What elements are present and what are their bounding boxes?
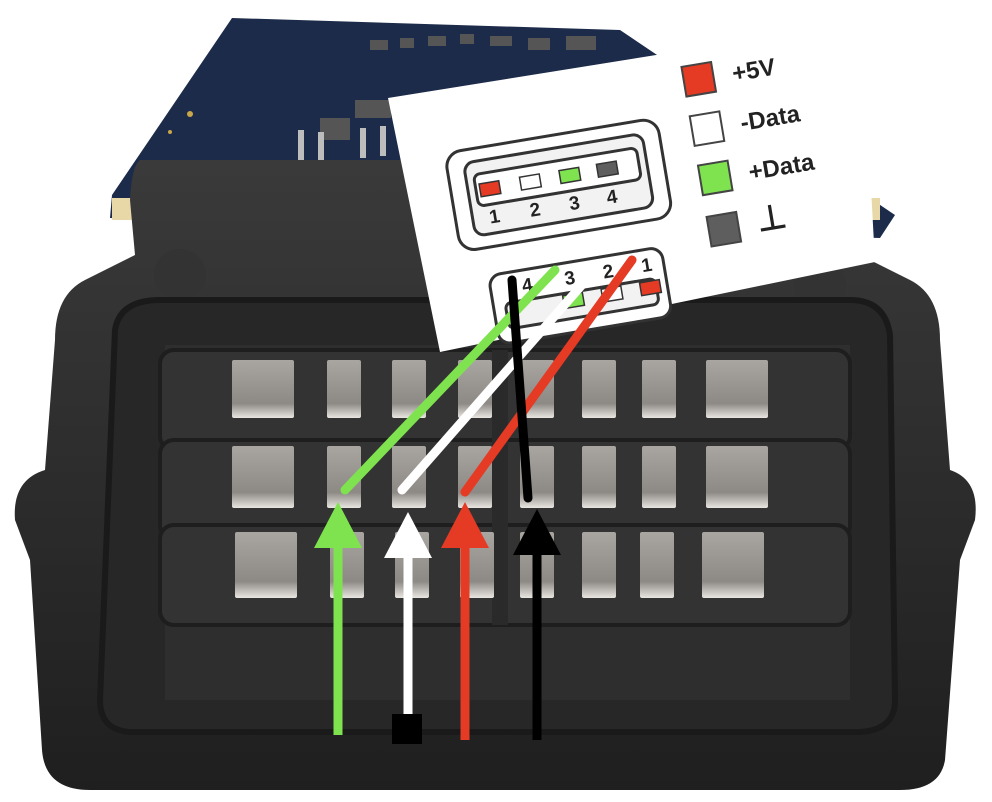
connector-contact	[642, 360, 676, 418]
legend-swatch	[688, 110, 726, 148]
usb-pin-swatch	[558, 166, 582, 185]
connector-contact	[642, 446, 676, 508]
usb-receptacle-drawing: 1 2 3 4	[445, 118, 673, 251]
arrow-head-vcc	[441, 502, 489, 548]
legend-label: ⊥	[754, 197, 789, 239]
connector-contact	[392, 360, 426, 418]
legend-swatch	[696, 159, 734, 197]
usb-pin-number: 2	[601, 261, 615, 283]
arrow-head-ground	[513, 509, 561, 555]
wire-data-plus	[314, 265, 560, 735]
connector-contact	[582, 532, 616, 598]
legend-swatch	[705, 210, 743, 248]
wire-ground	[507, 275, 561, 740]
usb-pin-swatch	[518, 173, 543, 191]
connector-contact	[706, 446, 768, 508]
connector-contact	[232, 446, 294, 508]
usb-pin-swatch	[638, 278, 663, 297]
usb-pin-number: 1	[488, 206, 502, 229]
wire-data-minus	[384, 265, 600, 744]
usb-pin-number: 4	[605, 186, 619, 209]
connector-contact	[582, 360, 616, 418]
wires	[314, 255, 637, 744]
connector-housing	[14, 160, 976, 790]
connector-contact	[702, 532, 764, 598]
usb-pin-number: 1	[640, 255, 654, 278]
wire-end-marker	[392, 714, 422, 744]
connector-contact	[232, 360, 294, 418]
connector-contact	[235, 532, 297, 598]
arrow-head-data-plus	[314, 502, 362, 548]
connector-contact	[327, 446, 361, 508]
usb-pin-swatch	[478, 179, 502, 198]
usb-pin-number: 3	[563, 268, 577, 290]
connector-contact	[640, 532, 674, 598]
usb-pin-swatch	[595, 160, 620, 179]
wire-vcc	[441, 255, 637, 740]
usb-pin-number: 3	[568, 193, 582, 215]
connector-contact	[706, 360, 768, 418]
arrow-head-data-minus	[384, 512, 432, 558]
connector-contact	[327, 360, 361, 418]
legend-swatch	[680, 60, 718, 98]
connector-contact	[582, 446, 616, 508]
usb-pin-number: 2	[528, 199, 542, 221]
